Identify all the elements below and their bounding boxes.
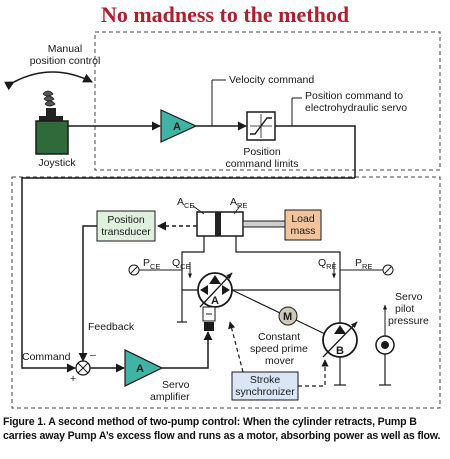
transducer-label-2: transducer [101,226,151,238]
stroke-sync-label-1: Stroke [250,374,281,386]
plus-sign: + [70,373,76,385]
p-re-gauge-icon [340,264,394,276]
p-ce-gauge-icon [128,264,182,276]
velocity-command-label: Velocity command [229,74,314,86]
pump-a-label: A [211,295,219,307]
p-ce-label: PCE [143,257,160,271]
figure-title: No madness to the method [100,2,350,27]
summing-junction [75,360,91,376]
joystick-label: Joystick [38,157,76,169]
rotation-arrow-icon [4,71,93,91]
limits-label-1: Position [243,146,281,158]
constant-speed-label-1: Constant [258,331,300,343]
transducer-label-1: Position [107,214,145,226]
p-re-label: PRE [355,257,372,271]
load-mass-box [284,209,322,241]
command-label: Command [22,351,71,363]
servo-amplifier-label-1: Servo [162,379,190,391]
amplifier-a-top [160,109,198,143]
pump-b-label: B [336,345,344,357]
servo-amplifier [124,349,164,387]
position-cmd-servo-label-1: Position command to [305,90,403,102]
load-mass-label-1: Load [291,213,315,225]
position-cmd-servo-label-2: electrohydraulic servo [305,102,407,114]
servo-pilot-label-1: Servo [395,291,423,303]
constant-speed-label-2: speed prime [250,343,308,355]
q-re-label: QRE [318,257,337,271]
diagram-canvas: Manual position control Joystick A Veloc… [4,31,441,409]
manual-label-1: Manual [48,43,82,55]
amp-a-bottom-label: A [136,363,144,375]
servo-amplifier-label-2: amplifier [150,391,190,403]
amp-a-top-label: A [173,121,181,133]
stroke-sync-label-2: synchronizer [235,386,295,398]
servo-pilot-source-icon [375,335,395,386]
joystick-icon[interactable] [35,90,69,155]
a-ce-label: ACE [177,196,194,210]
load-mass-label-2: mass [290,225,315,237]
limits-label-2: command limits [226,158,299,170]
position-transducer-box [96,210,156,242]
servo-pilot-label-2: pilot [395,303,414,315]
hydraulic-cylinder [196,211,286,237]
upper-dashed-box [94,31,441,171]
figure-caption: Figure 1. A second method of two-pump co… [3,416,441,442]
position-command-limits-block [246,111,276,141]
constant-speed-label-3: mover [265,355,295,367]
minus-sign: – [90,349,96,361]
lower-dashed-box [11,176,441,409]
feedback-label: Feedback [88,321,135,333]
motor-m-label: M [283,311,292,323]
q-ce-label: QCE [172,257,191,271]
manual-label-2: position control [30,55,101,67]
a-re-label: ARE [230,196,247,210]
prime-mover-motor-icon [278,306,298,326]
servo-pilot-label-3: pressure [388,315,429,327]
stroke-synchronizer-box [231,371,299,401]
